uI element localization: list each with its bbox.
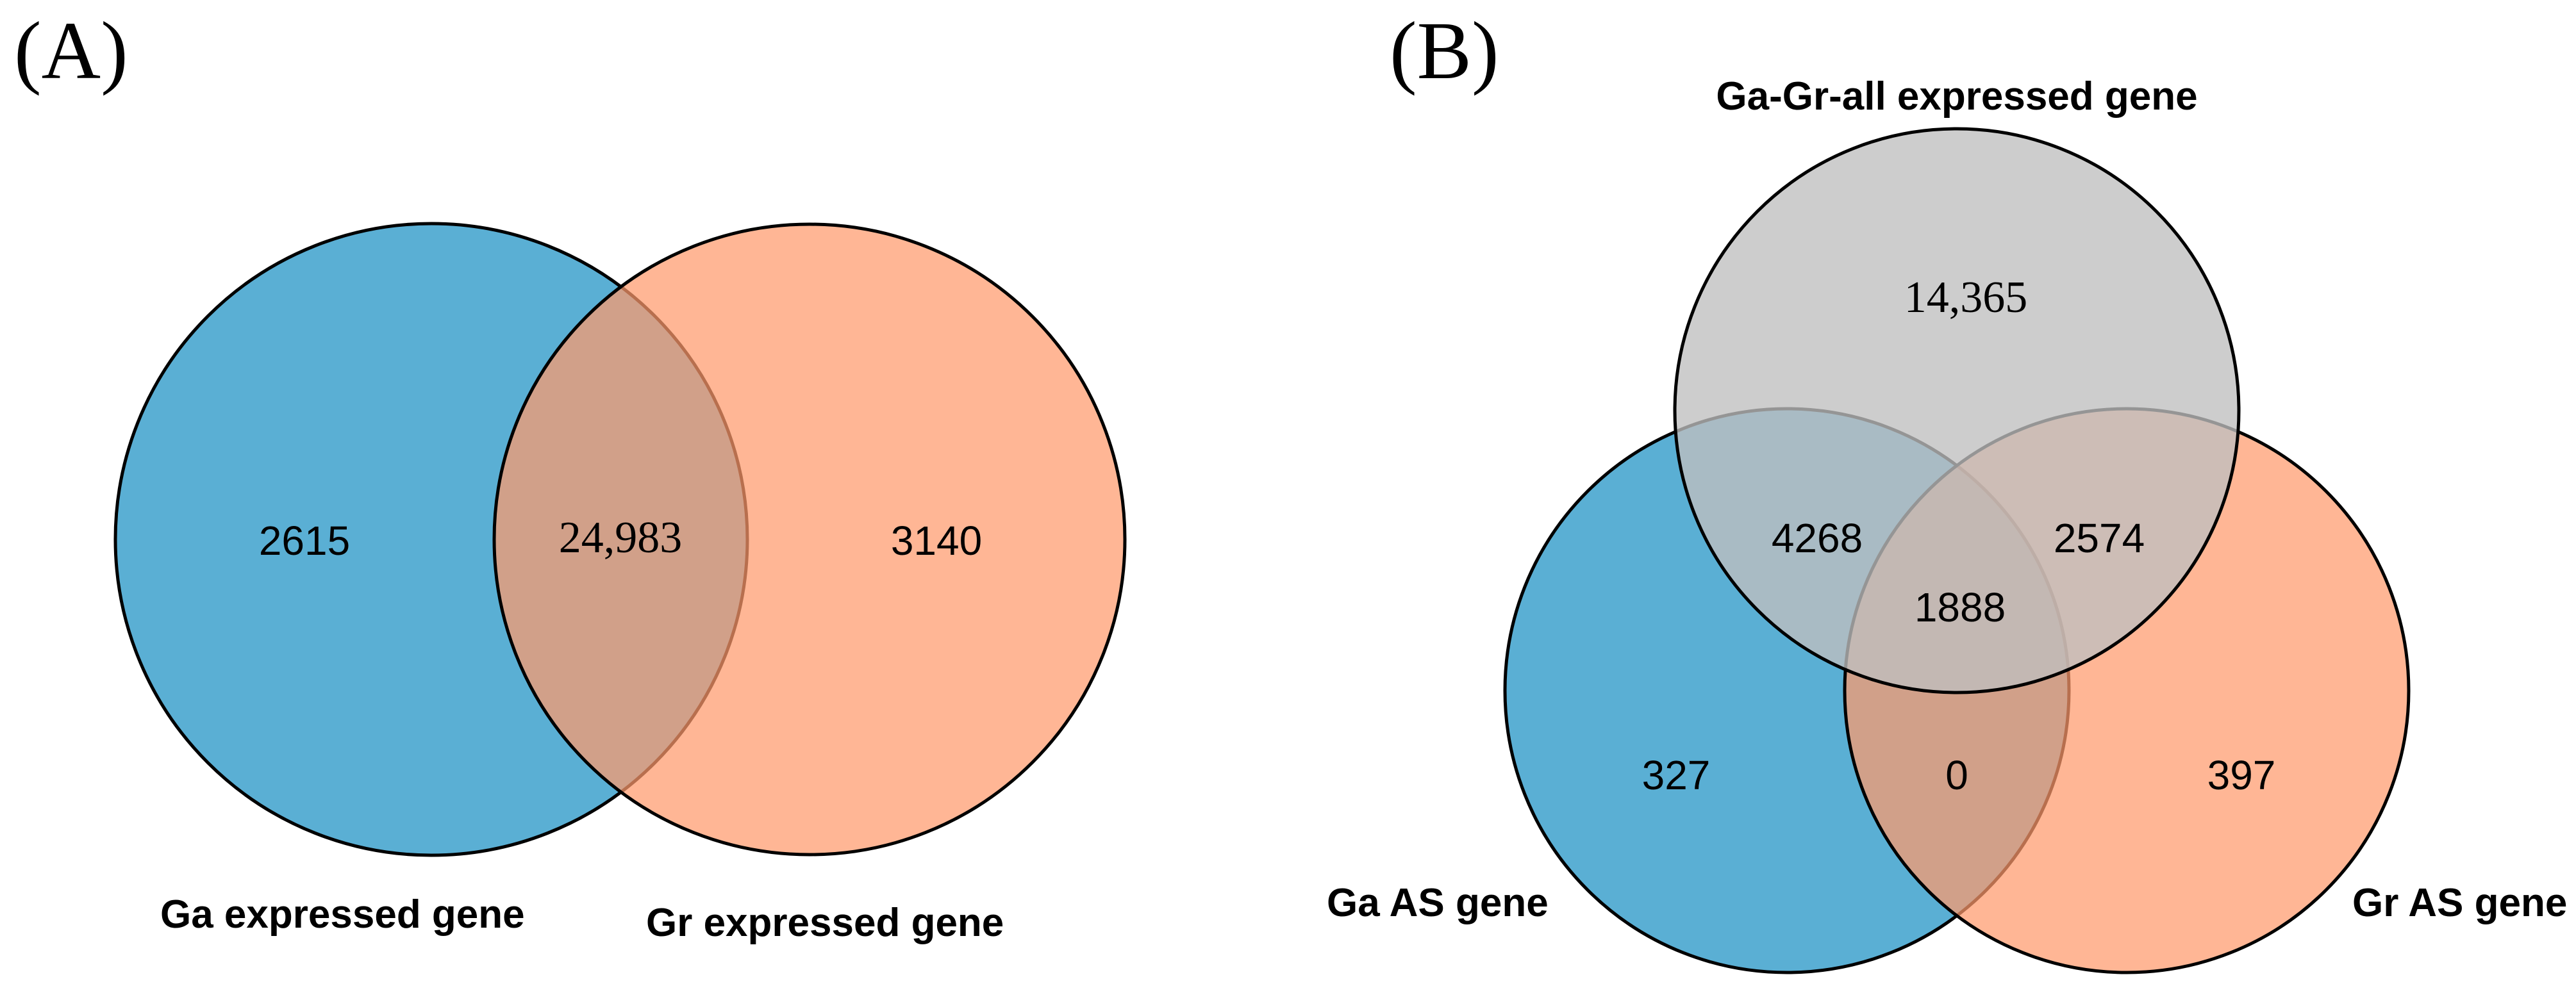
panel-a: (A) 2615 24,983 3140 Ga expressed gene G… <box>14 5 1127 945</box>
all-expressed-circle <box>1673 127 2241 694</box>
gr-expressed-circle <box>492 222 1127 857</box>
ga-gr-overlap-count: 24,983 <box>559 513 683 562</box>
ga-only-count: 2615 <box>259 518 350 564</box>
all-ga-count: 4268 <box>1772 515 1863 561</box>
all-expressed-label: Ga-Gr-all expressed gene <box>1716 74 2197 119</box>
all-gr-count: 2574 <box>2054 515 2145 561</box>
panel-a-label: (A) <box>14 5 128 96</box>
all-only-count: 14,365 <box>1904 273 2028 322</box>
gr-only-count: 3140 <box>891 518 982 564</box>
panel-b-label: (B) <box>1390 5 1499 96</box>
gr-expressed-label: Gr expressed gene <box>646 901 1004 945</box>
ga-gr-as-count: 0 <box>1945 752 1968 798</box>
ga-as-only-count: 327 <box>1642 752 1711 798</box>
gr-as-label: Gr AS gene <box>2352 881 2567 925</box>
ga-expressed-label: Ga expressed gene <box>160 892 525 937</box>
panel-b: (B) Ga-Gr-all expressed gene Ga AS gene … <box>1327 5 2567 974</box>
ga-as-label: Ga AS gene <box>1327 881 1549 925</box>
gr-as-only-count: 397 <box>2207 752 2276 798</box>
all-ga-gr-count: 1888 <box>1915 584 2006 630</box>
